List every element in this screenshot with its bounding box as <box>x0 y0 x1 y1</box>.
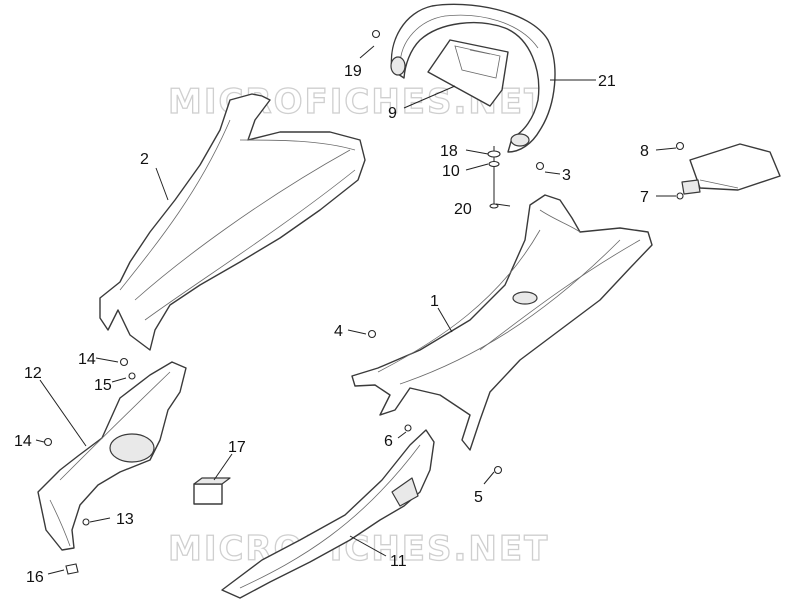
screws <box>43 29 685 575</box>
part-9-handle-cover <box>427 39 509 107</box>
callout-17: 17 <box>228 439 246 456</box>
callout-14-top: 14 <box>78 351 96 368</box>
callout-15: 15 <box>94 377 112 394</box>
callout-8: 8 <box>640 143 649 160</box>
screw-3 <box>535 161 545 171</box>
screw-5 <box>493 465 503 475</box>
screw-19 <box>371 29 381 39</box>
part-12-left-lower-cover <box>37 361 187 551</box>
callout-3: 3 <box>562 167 571 184</box>
part-21-grab-handle <box>390 3 556 153</box>
callout-13: 13 <box>116 511 134 528</box>
callout-9: 9 <box>388 105 397 122</box>
callout-14-left: 14 <box>14 433 32 450</box>
callout-labels: 19 21 9 18 10 20 3 8 7 2 1 4 5 6 14 15 1… <box>14 63 649 586</box>
part-1-right-side-panel <box>351 194 653 451</box>
callout-16: 16 <box>26 569 44 586</box>
callout-1: 1 <box>430 293 439 310</box>
part-20-long-bolt <box>487 146 501 209</box>
callout-10: 10 <box>442 163 460 180</box>
callout-18: 18 <box>440 143 458 160</box>
callout-2: 2 <box>140 151 149 168</box>
callout-12: 12 <box>24 365 42 382</box>
leader-lines <box>35 45 677 575</box>
callout-19: 19 <box>344 63 362 80</box>
washer-15 <box>128 372 136 380</box>
clip-6 <box>404 424 412 432</box>
clip-13 <box>82 518 90 526</box>
callout-4: 4 <box>334 323 343 340</box>
part-11-lower-strip-cover <box>221 429 435 599</box>
callout-20: 20 <box>454 201 472 218</box>
clip-16 <box>65 563 79 575</box>
washer-7 <box>676 192 684 200</box>
screw-14-top <box>119 357 129 367</box>
part-17-pad <box>193 477 231 505</box>
part-2-left-side-panel <box>99 93 366 351</box>
callout-5: 5 <box>474 489 483 506</box>
callout-11: 11 <box>390 553 407 570</box>
screw-8 <box>675 141 685 151</box>
callout-7: 7 <box>640 189 649 206</box>
screw-4 <box>367 329 377 339</box>
callout-21: 21 <box>598 73 616 90</box>
callout-6: 6 <box>384 433 393 450</box>
part-8-7-cover-plate <box>681 143 781 195</box>
screw-14-left <box>43 437 53 447</box>
